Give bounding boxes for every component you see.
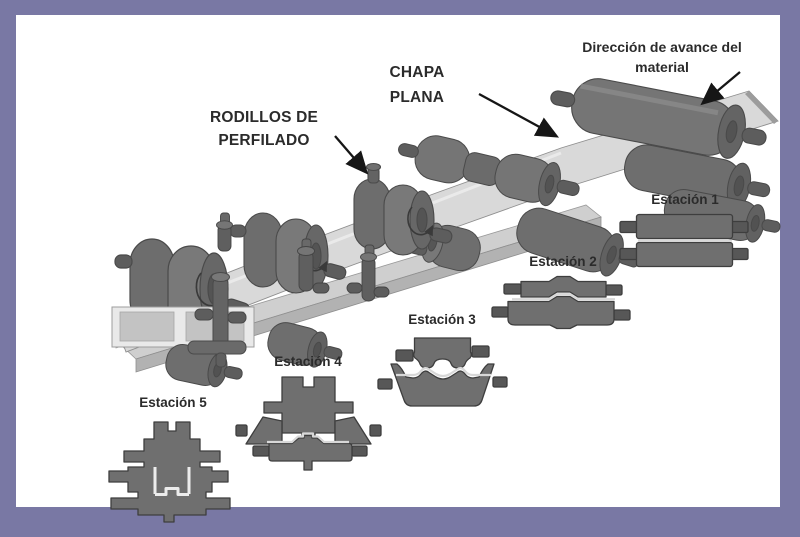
bottom-roller-entry xyxy=(623,144,771,210)
station2-profile-diagram xyxy=(491,275,631,330)
station5-frame xyxy=(111,272,255,388)
rodillos-arrow xyxy=(334,135,369,175)
bottom-roller-station4 xyxy=(267,322,343,368)
station4-label: Estación 4 xyxy=(274,354,342,369)
figure-page: { "figure": { "labels": { "rodillos": {"… xyxy=(16,15,781,523)
diagram-canvas: RODILLOS DE PERFILADO CHAPA PLANA Direcc… xyxy=(16,15,781,523)
adjustment-bolts xyxy=(216,212,390,302)
entry-top-roller xyxy=(550,78,767,159)
station1-profile-diagram xyxy=(619,213,749,268)
station2-label: Estación 2 xyxy=(529,254,597,269)
rodillos-de-perfilado-label: RODILLOS DE PERFILADO xyxy=(184,106,344,152)
rodillos-label-line1: RODILLOS DE xyxy=(209,109,319,126)
station3-label: Estación 3 xyxy=(408,312,476,327)
direccion-arrow xyxy=(700,71,741,106)
direccion-label-line2: material xyxy=(635,59,689,75)
rodillos-label-line2: PERFILADO xyxy=(218,132,310,149)
machine-illustration xyxy=(111,71,781,388)
direccion-avance-label: Dirección de avance del material xyxy=(562,37,762,77)
station5-profile-diagram xyxy=(108,421,231,523)
station4-profile-diagram xyxy=(235,376,382,471)
direccion-label-line1: Dirección de avance del xyxy=(582,39,742,55)
station3-profile-diagram xyxy=(377,337,508,407)
chapa-plana-label: CHAPA PLANA xyxy=(357,60,477,110)
bottom-roller-station2 xyxy=(516,207,640,277)
disc-roller-station3 xyxy=(353,162,453,256)
roll-forming-diagram xyxy=(108,71,781,523)
station5-label: Estación 5 xyxy=(139,395,207,410)
chapa-label-line2: PLANA xyxy=(389,89,445,106)
station1-label: Estación 1 xyxy=(651,192,719,207)
chapa-plana-arrow xyxy=(478,92,560,138)
spool-roller-station2 xyxy=(398,135,580,207)
chapa-label-line1: CHAPA xyxy=(389,64,445,81)
